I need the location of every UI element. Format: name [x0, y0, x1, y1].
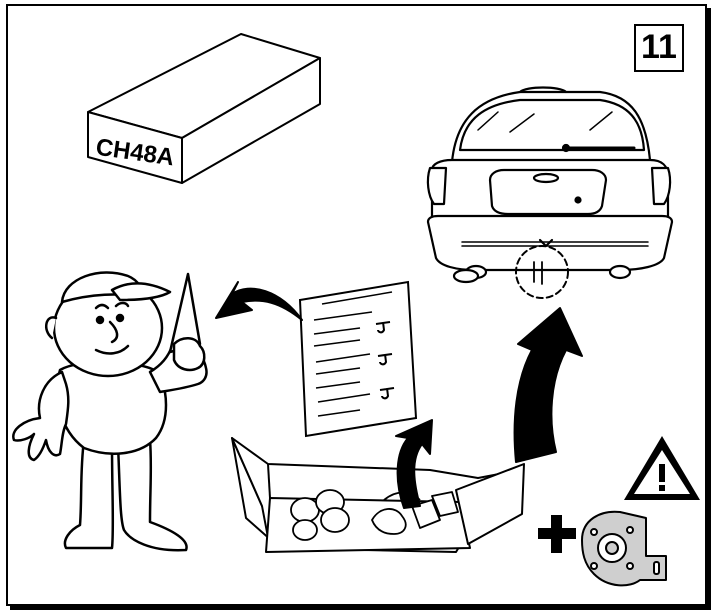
towbar-location-highlight	[515, 245, 569, 299]
open-parts-box	[231, 437, 525, 553]
curved-arrow-icon	[215, 281, 303, 321]
instruction-sheet	[298, 280, 418, 438]
vehicle-rear	[426, 86, 674, 299]
mechanic-figure	[12, 271, 208, 552]
warning-triangle-icon	[624, 436, 700, 500]
kit-package: CH48A	[87, 33, 321, 184]
curved-arrow-icon	[513, 307, 583, 463]
connector-symbol-icon	[375, 321, 395, 400]
plus-icon	[538, 515, 576, 553]
step-number: 11	[634, 24, 684, 72]
mounting-bracket-icon	[581, 510, 667, 587]
curved-arrow-icon	[395, 419, 433, 509]
